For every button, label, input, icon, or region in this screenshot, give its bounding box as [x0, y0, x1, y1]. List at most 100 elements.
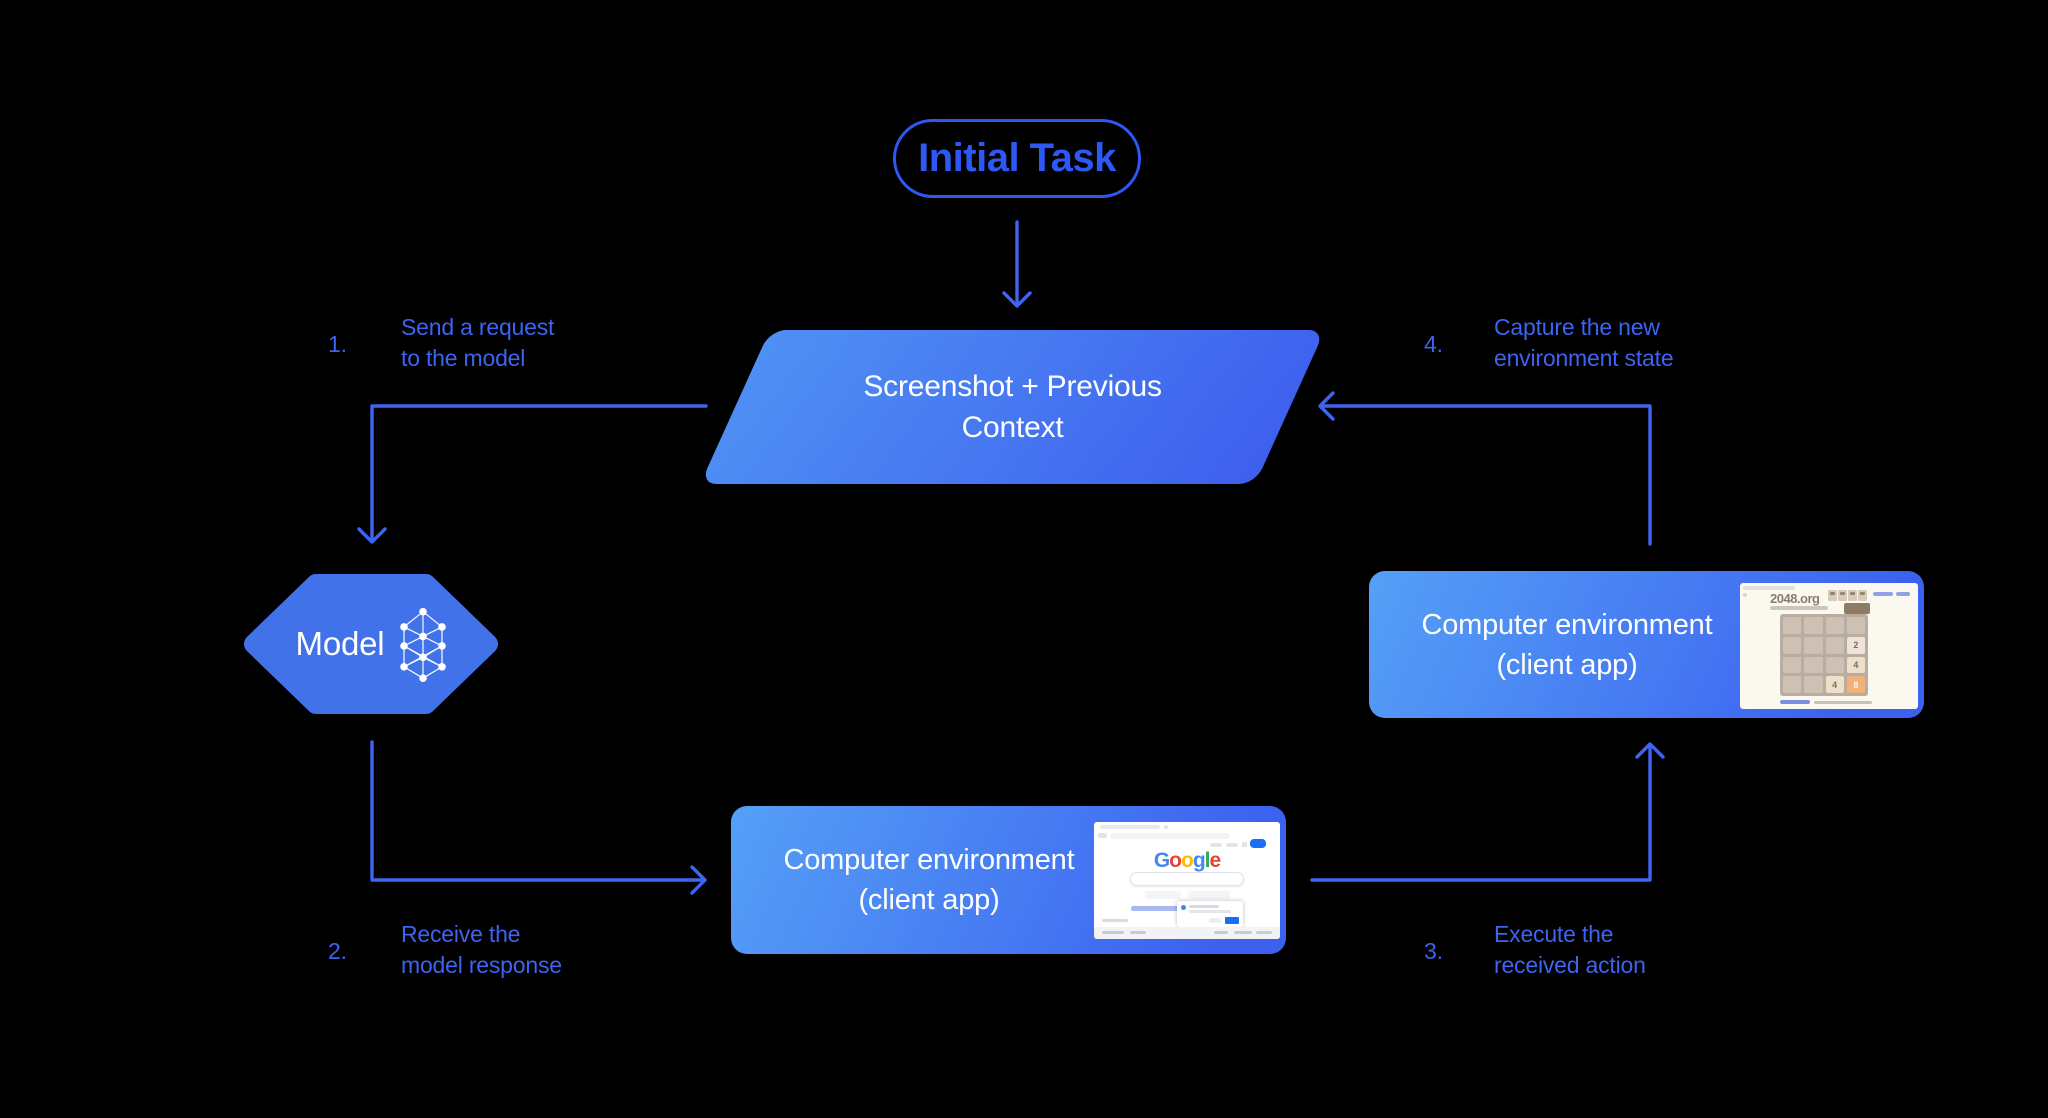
grid-cell	[1783, 617, 1802, 634]
grid-cell	[1825, 636, 1844, 654]
env-bottom-label: Computer environment (client app)	[749, 806, 1109, 954]
env-right-line1: Computer environment	[1421, 608, 1713, 641]
dialog-signin-button	[1225, 917, 1239, 924]
step-4-label: Capture the new environment state	[1494, 312, 1674, 374]
google-logo-letter: l	[1204, 849, 1211, 872]
node-env-right: Computer environment (client app) 2048.o…	[1369, 571, 1924, 718]
browser-nav-buttons	[1098, 833, 1107, 838]
step-2-line1: Receive the	[401, 921, 521, 947]
dialog-text-line	[1189, 905, 1219, 908]
grid-cell	[1783, 676, 1802, 693]
step-2-label: Receive the model response	[401, 919, 562, 981]
google-logo: Google	[1094, 850, 1280, 871]
step-1-line1: Send a request	[401, 314, 555, 340]
browser-tab-bar	[1743, 586, 1795, 590]
feeling-lucky-button	[1187, 891, 1230, 899]
google-logo-letter: G	[1153, 849, 1170, 872]
browser-tab-bar	[1100, 825, 1160, 829]
env-right-line2: (client app)	[1496, 648, 1638, 681]
step-1-line2: to the model	[401, 345, 526, 371]
arrowhead-env-to-env	[1635, 742, 1665, 759]
tile-2: 2	[1846, 636, 1865, 654]
footer-link	[1234, 931, 1252, 934]
arrowhead-model-to-env	[690, 865, 707, 895]
tile-8: 8	[1846, 676, 1865, 693]
browser-nav-buttons	[1743, 593, 1747, 597]
top-link	[1873, 592, 1893, 596]
score-box	[1838, 590, 1847, 601]
screenshot-context-line1: Screenshot + Previous	[863, 370, 1162, 403]
top-link	[1896, 592, 1910, 596]
step-2-line2: model response	[401, 952, 562, 978]
images-link	[1226, 843, 1238, 847]
grid-cell	[1804, 636, 1823, 654]
step-2-number: 2.	[328, 938, 347, 964]
browser-tab-icon	[1164, 825, 1168, 829]
google-logo-letter: g	[1192, 849, 1206, 872]
tile-4: 4	[1846, 656, 1865, 674]
apps-grid-icon	[1242, 842, 1247, 847]
score-box	[1858, 590, 1867, 601]
gmail-link	[1210, 843, 1222, 847]
step-3-label: Execute the received action	[1494, 919, 1646, 981]
env-bottom-line2: (client app)	[858, 884, 1000, 916]
bottom-text	[1814, 701, 1872, 704]
arrow-env-to-env	[1310, 745, 1652, 882]
footer-link	[1214, 931, 1228, 934]
node-initial-task: Initial Task	[893, 119, 1141, 198]
bottom-link	[1780, 700, 1810, 704]
step-1-number: 1.	[328, 331, 347, 357]
footer-location-text	[1102, 919, 1128, 922]
google-logo-letter: e	[1209, 849, 1221, 872]
score-box	[1848, 590, 1857, 601]
dialog-google-icon	[1181, 905, 1186, 910]
browser-address-bar	[1110, 833, 1230, 839]
sign-in-button	[1250, 839, 1266, 848]
step-4-line1: Capture the new	[1494, 314, 1660, 340]
screenshot-context-line2: Context	[961, 411, 1064, 444]
arrowhead-initial-to-context	[1002, 291, 1032, 308]
node-model: Model	[240, 570, 502, 718]
step-1-label: Send a request to the model	[401, 312, 554, 374]
grid-cell	[1783, 656, 1802, 674]
screenshot-context-label: Screenshot + Previous Context	[735, 330, 1290, 484]
step-3-number: 3.	[1424, 938, 1443, 964]
new-game-button	[1844, 603, 1870, 614]
env-right-label: Computer environment (client app)	[1387, 571, 1747, 718]
google-logo-letter: o	[1180, 849, 1194, 872]
sign-in-dialog	[1177, 901, 1243, 927]
footer-link	[1102, 931, 1124, 934]
dialog-text-line	[1189, 910, 1231, 913]
model-label: Model	[295, 625, 385, 662]
google-logo-letter: o	[1169, 849, 1182, 872]
site-title: 2048.org	[1770, 591, 1820, 606]
arrowhead-context-to-model	[357, 527, 387, 544]
dialog-dismiss-button	[1209, 918, 1221, 923]
grid-cell	[1804, 656, 1823, 674]
grid-cell	[1825, 656, 1844, 674]
google-search-button	[1144, 891, 1181, 899]
grid-cell	[1783, 636, 1802, 654]
step-3-line2: received action	[1494, 952, 1646, 978]
footer-link	[1130, 931, 1146, 934]
step-4-number: 4.	[1424, 331, 1443, 357]
grid-cell	[1804, 676, 1823, 693]
arrowhead-env-to-context	[1318, 391, 1335, 421]
env-bottom-line1: Computer environment	[783, 844, 1075, 876]
intro-text	[1770, 606, 1828, 610]
neural-network-icon	[400, 607, 447, 682]
node-env-bottom: Computer environment (client app) Google	[731, 806, 1286, 954]
search-input	[1130, 872, 1244, 886]
game-2048-thumbnail: 2048.org 2 4	[1740, 583, 1918, 709]
google-search-thumbnail: Google	[1094, 822, 1280, 939]
search-buttons-row	[1094, 891, 1280, 899]
grid-cell	[1825, 617, 1844, 634]
game-grid: 2 4 4 8	[1780, 614, 1868, 696]
arrow-context-to-model	[370, 404, 708, 541]
step-4-line2: environment state	[1494, 345, 1674, 371]
google-footer	[1094, 927, 1280, 939]
arrow-model-to-env	[370, 740, 704, 882]
grid-cell	[1846, 617, 1865, 634]
arrow-env-to-context	[1321, 404, 1652, 546]
